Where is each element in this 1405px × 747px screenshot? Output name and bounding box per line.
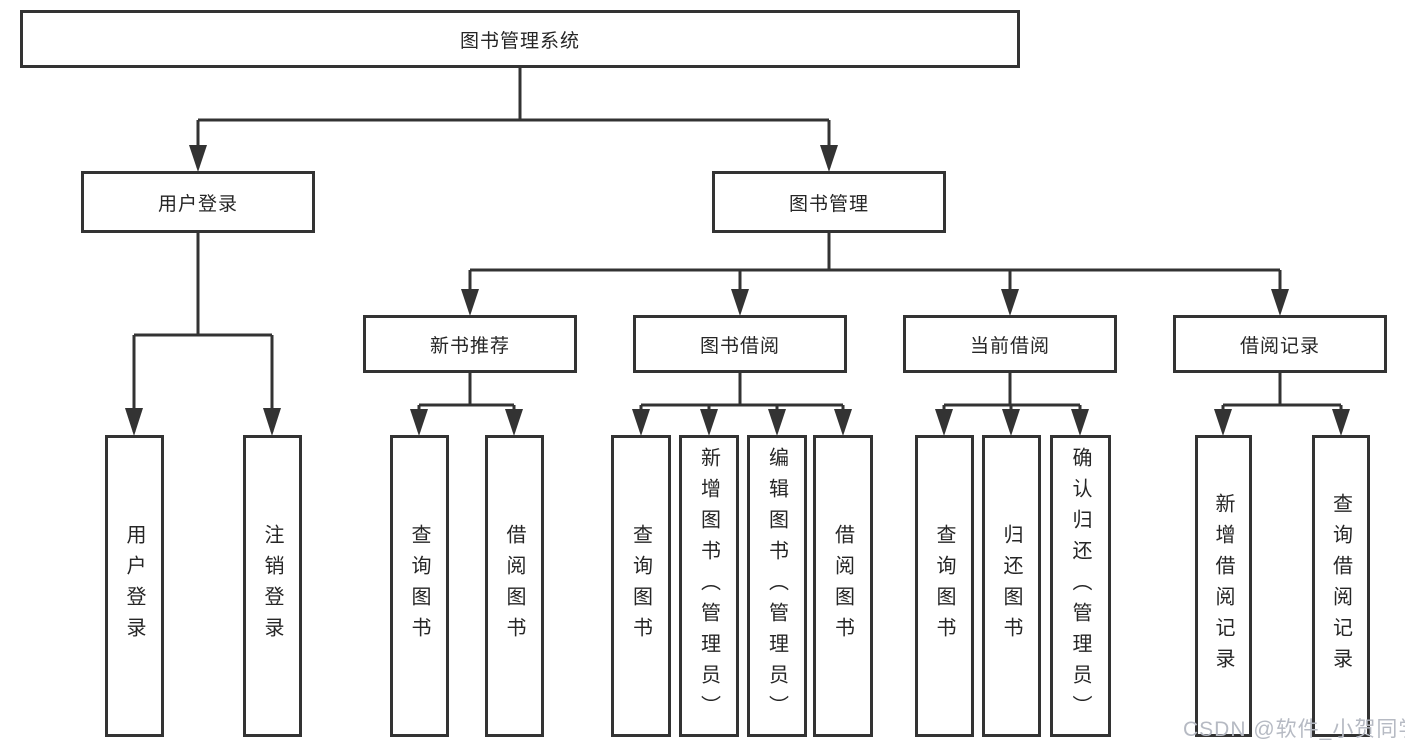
leaf-current-return-books: 归还图书 <box>982 435 1041 737</box>
leaf-newbook-borrow-books: 借阅图书 <box>485 435 544 737</box>
leaf-borrow-add-books-admin: 新增图书（管理员） <box>679 435 739 737</box>
arrow-down-icon <box>263 408 281 436</box>
arrow-down-icon <box>505 409 523 436</box>
arrow-down-icon <box>1001 289 1019 316</box>
arrow-down-icon <box>1271 289 1289 316</box>
arrow-down-icon <box>125 408 143 436</box>
arrow-down-icon <box>189 145 207 172</box>
arrow-down-icon <box>1214 409 1232 436</box>
node-root: 图书管理系统 <box>20 10 1020 68</box>
connector-path <box>639 373 845 432</box>
leaf-records-query-record: 查询借阅记录 <box>1312 435 1370 737</box>
leaf-borrow-borrow-books: 借阅图书 <box>813 435 873 737</box>
arrowheads <box>125 145 1350 436</box>
leaf-records-add-record: 新增借阅记录 <box>1195 435 1252 737</box>
node-user-login: 用户登录 <box>81 171 315 233</box>
leaf-newbook-query-books: 查询图书 <box>390 435 449 737</box>
arrow-down-icon <box>410 409 428 436</box>
watermark: CSDN @软件_小贺同学 <box>1183 718 1405 741</box>
connector-path <box>132 233 274 432</box>
connector-path <box>1221 373 1343 432</box>
arrow-down-icon <box>935 409 953 436</box>
leaf-borrow-query-books: 查询图书 <box>611 435 671 737</box>
arrow-down-icon <box>820 145 838 172</box>
leaf-logout: 注销登录 <box>243 435 302 737</box>
arrow-down-icon <box>700 409 718 436</box>
leaf-current-confirm-return-admin: 确认归还（管理员） <box>1050 435 1111 737</box>
node-borrow-records: 借阅记录 <box>1173 315 1387 373</box>
leaf-user-login: 用户登录 <box>105 435 164 737</box>
node-book-management: 图书管理 <box>712 171 946 233</box>
arrow-down-icon <box>1002 409 1020 436</box>
node-current-borrow: 当前借阅 <box>903 315 1117 373</box>
arrow-down-icon <box>768 409 786 436</box>
node-new-book-recommend: 新书推荐 <box>363 315 577 373</box>
leaf-current-query-books: 查询图书 <box>915 435 974 737</box>
leaf-borrow-edit-books-admin: 编辑图书（管理员） <box>747 435 807 737</box>
node-book-borrow: 图书借阅 <box>633 315 847 373</box>
arrow-down-icon <box>461 289 479 316</box>
arrow-down-icon <box>1071 409 1089 436</box>
connector-path <box>468 233 1282 312</box>
arrow-down-icon <box>834 409 852 436</box>
arrow-down-icon <box>731 289 749 316</box>
connector-path <box>417 373 516 432</box>
arrow-down-icon <box>632 409 650 436</box>
connector-path <box>196 68 831 168</box>
arrow-down-icon <box>1332 409 1350 436</box>
